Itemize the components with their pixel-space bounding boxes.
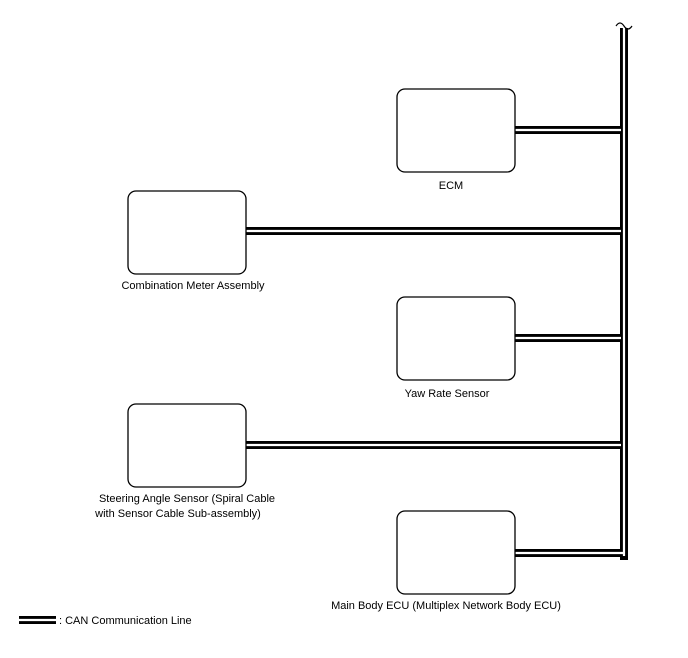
steering-angle-sensor-box xyxy=(127,403,247,488)
main-body-ecu-box xyxy=(396,510,516,595)
yaw-rate-sensor-box xyxy=(396,296,516,381)
steering-angle-sensor-label-line2: with Sensor Cable Sub-assembly) xyxy=(94,508,261,520)
ecm-label: ECM xyxy=(439,180,463,192)
yaw-rate-sensor-label: Yaw Rate Sensor xyxy=(405,388,490,400)
combination-meter-box xyxy=(127,190,247,275)
can-bus-wiring xyxy=(246,22,633,560)
main-body-ecu-node: Main Body ECU (Multiplex Network Body EC… xyxy=(331,510,561,612)
steering-angle-sensor-label-line1: Steering Angle Sensor (Spiral Cable xyxy=(99,493,275,505)
ecm-box xyxy=(396,88,516,173)
ecm-node: ECM xyxy=(396,88,516,192)
legend: : CAN Communication Line xyxy=(19,615,192,627)
trunk-break-mark xyxy=(615,22,633,30)
steering-angle-sensor-node: Steering Angle Sensor (Spiral Cable with… xyxy=(94,403,275,520)
yaw-rate-sensor-node: Yaw Rate Sensor xyxy=(396,296,516,400)
combination-meter-node: Combination Meter Assembly xyxy=(121,190,265,292)
legend-label: : CAN Communication Line xyxy=(59,615,192,627)
combination-meter-label: Combination Meter Assembly xyxy=(121,280,265,292)
main-body-ecu-label: Main Body ECU (Multiplex Network Body EC… xyxy=(331,600,561,612)
